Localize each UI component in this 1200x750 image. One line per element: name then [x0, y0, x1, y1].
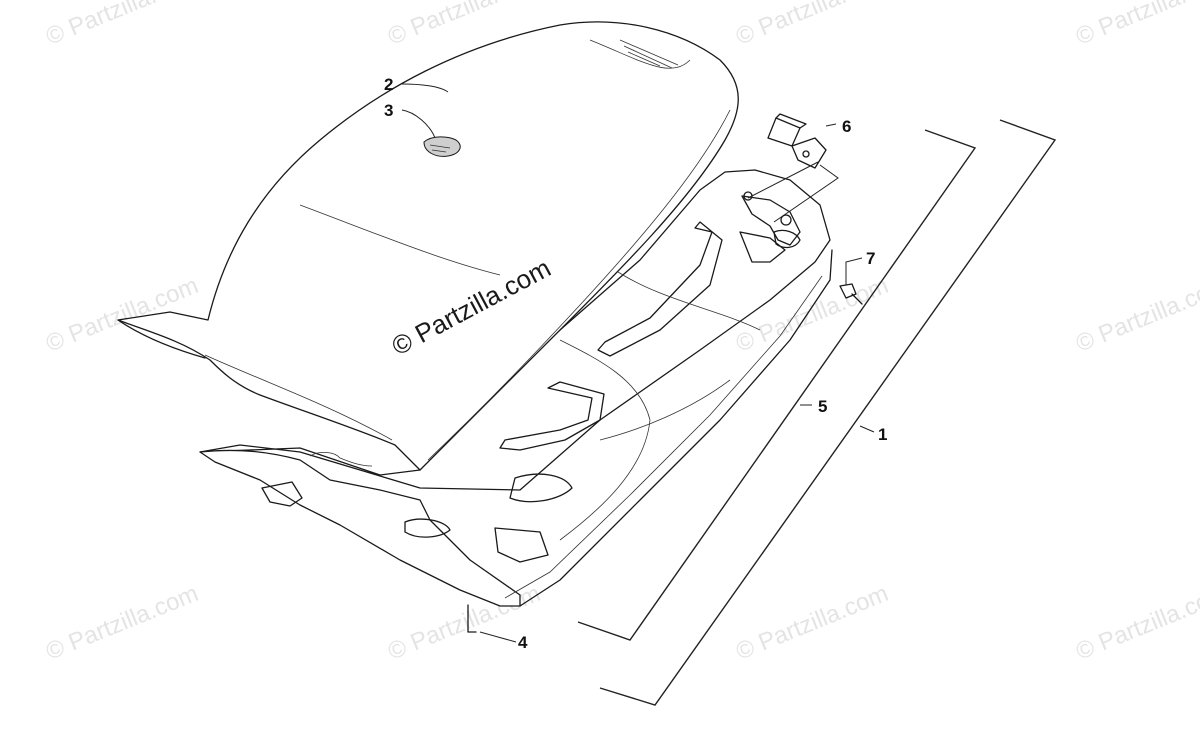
- watermark: © Partzilla.com: [384, 580, 544, 666]
- seat-base: [199, 169, 833, 607]
- callouts: 2 3 6 7 5 1 4: [384, 75, 887, 652]
- callout-3: 3: [384, 101, 393, 120]
- latch-bracket: [767, 113, 827, 169]
- watermark: © Partzilla.com: [1072, 0, 1200, 51]
- watermark: © Partzilla.com: [732, 580, 892, 666]
- callout-1: 1: [878, 425, 887, 444]
- watermark: © Partzilla.com: [732, 0, 892, 51]
- watermark: © Partzilla.com: [1072, 580, 1200, 666]
- assembly-brackets: [577, 119, 1057, 706]
- seat-cover: [117, 21, 739, 471]
- watermark: © Partzilla.com: [42, 0, 202, 51]
- watermark: © Partzilla.com: [42, 580, 202, 666]
- callout-5: 5: [818, 397, 827, 416]
- callout-4: 4: [518, 633, 528, 652]
- leader-lines: [401, 83, 875, 643]
- bracket-5: [577, 129, 977, 641]
- watermark: © Partzilla.com: [1072, 272, 1200, 358]
- callout-2: 2: [384, 75, 393, 94]
- callout-6: 6: [842, 117, 851, 136]
- callout-7: 7: [866, 249, 875, 268]
- clip-fastener: [467, 604, 477, 633]
- bracket-1: [599, 119, 1057, 706]
- pin-fastener: [839, 283, 863, 305]
